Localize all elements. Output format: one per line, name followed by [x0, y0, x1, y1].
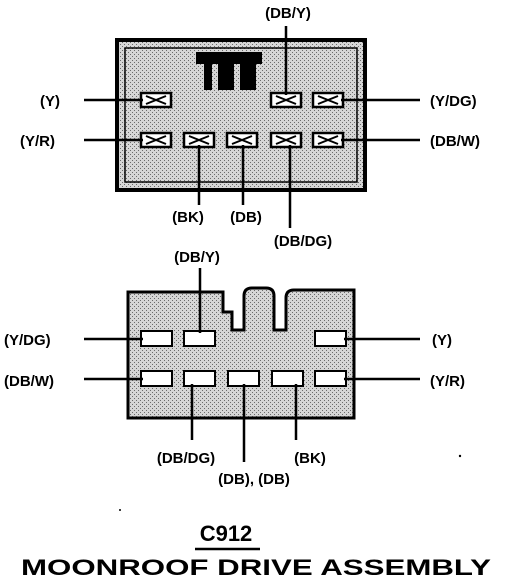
bottom-connector-housing	[126, 286, 356, 420]
top-connector-inner-border	[124, 47, 358, 183]
pin-db-2	[271, 370, 304, 387]
label-bottom-bk: (BK)	[294, 450, 326, 467]
label-bottom-yr: (Y/R)	[430, 373, 465, 390]
label-top-y: (Y)	[40, 93, 60, 110]
assembly-title: MOONROOF DRIVE ASSEMBLY	[21, 555, 491, 580]
label-top-yr: (Y/R)	[20, 133, 55, 150]
terminal-ydg	[311, 91, 345, 109]
assembly-title-part-2: DRIVE	[217, 555, 313, 580]
assembly-title-part-3: ASSEMBLY	[313, 555, 492, 580]
terminal-db	[225, 131, 259, 149]
scan-speck	[119, 509, 121, 511]
label-top-ydg: (Y/DG)	[430, 93, 477, 110]
label-top-db: (DB)	[230, 209, 262, 226]
label-top-bk: (BK)	[172, 209, 204, 226]
diagram-title: C912 MOONROOF DRIVE ASSEMBLY	[21, 521, 491, 580]
pin-ydg	[140, 330, 173, 347]
pin-dbdg	[183, 370, 216, 387]
terminal-dbdg	[269, 131, 303, 149]
connector-id: C912	[200, 521, 253, 546]
terminal-y	[139, 91, 173, 109]
label-bottom-dbdg: (DB/DG)	[157, 450, 215, 467]
label-bottom-db-pair: (DB), (DB)	[218, 471, 290, 488]
label-top-dbw: (DB/W)	[430, 133, 480, 150]
label-bottom-dby: (DB/Y)	[174, 249, 220, 266]
pin-dby	[183, 330, 216, 347]
label-top-dby: (DB/Y)	[265, 5, 311, 22]
assembly-title-part-1: MOONROOF	[21, 555, 217, 580]
terminal-dbw	[311, 131, 345, 149]
terminal-yr	[139, 131, 173, 149]
pin-yr	[314, 370, 347, 387]
terminal-dby	[269, 91, 303, 109]
terminal-bk	[182, 131, 216, 149]
latch-key	[196, 52, 262, 90]
label-bottom-ydg: (Y/DG)	[4, 332, 51, 349]
label-bottom-y: (Y)	[432, 332, 452, 349]
pin-y	[314, 330, 347, 347]
pin-dbw	[140, 370, 173, 387]
pin-db-1	[227, 370, 260, 387]
bottom-connector-view: (DB/Y) (Y/DG) (DB/W) (Y) (Y/R) (DB/DG) (…	[4, 249, 465, 488]
top-connector-view: (DB/Y) (Y) (Y/R) (Y/DG) (DB/W) (BK) (DB)…	[20, 5, 480, 250]
scan-speck	[458, 454, 462, 458]
label-top-dbdg: (DB/DG)	[274, 233, 332, 250]
label-bottom-dbw: (DB/W)	[4, 373, 54, 390]
